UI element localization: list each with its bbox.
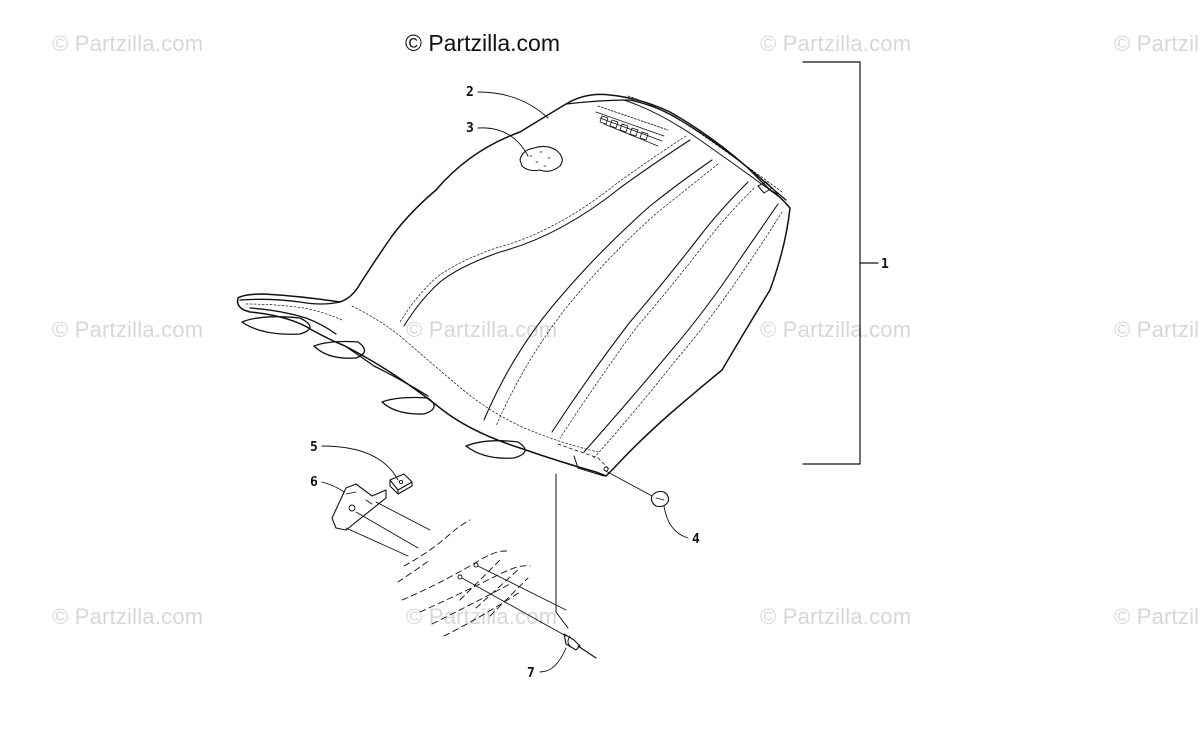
watermark: © Partzilla.com	[760, 317, 912, 342]
seat-logo-mark	[595, 105, 669, 147]
watermark: © Partzilla.com	[1114, 317, 1200, 342]
push-rivet	[603, 466, 670, 508]
rivet-pin	[457, 473, 597, 659]
callout-6: 6	[310, 475, 318, 490]
watermark: © Partzilla.com	[1114, 31, 1200, 56]
watermark: © Partzilla.com	[760, 31, 912, 56]
seat-cover	[236, 93, 791, 477]
watermark: © Partzilla.com	[52, 31, 204, 56]
watermark: © Partzilla.com	[760, 604, 912, 629]
watermark: © Partzilla.com	[1114, 604, 1200, 629]
watermark: © Partzilla.com	[406, 317, 558, 342]
callout-1: 1	[881, 257, 889, 272]
watermark: © Partzilla.com	[52, 317, 204, 342]
mounting-bracket	[331, 483, 431, 557]
callout-7: 7	[527, 666, 535, 681]
assembly-bracket	[802, 61, 879, 465]
nut	[389, 473, 413, 495]
callout-2: 2	[466, 85, 474, 100]
callout-5: 5	[310, 440, 318, 455]
seat-decal-patch	[519, 145, 563, 172]
watermark-main: © Partzilla.com	[405, 30, 560, 56]
callout-4: 4	[692, 532, 700, 547]
callout-3: 3	[466, 121, 474, 136]
seat-base-hidden-lines	[397, 519, 531, 637]
leader-lines	[321, 91, 689, 673]
seat-skirt-flaps	[241, 316, 526, 459]
watermark: © Partzilla.com	[52, 604, 204, 629]
